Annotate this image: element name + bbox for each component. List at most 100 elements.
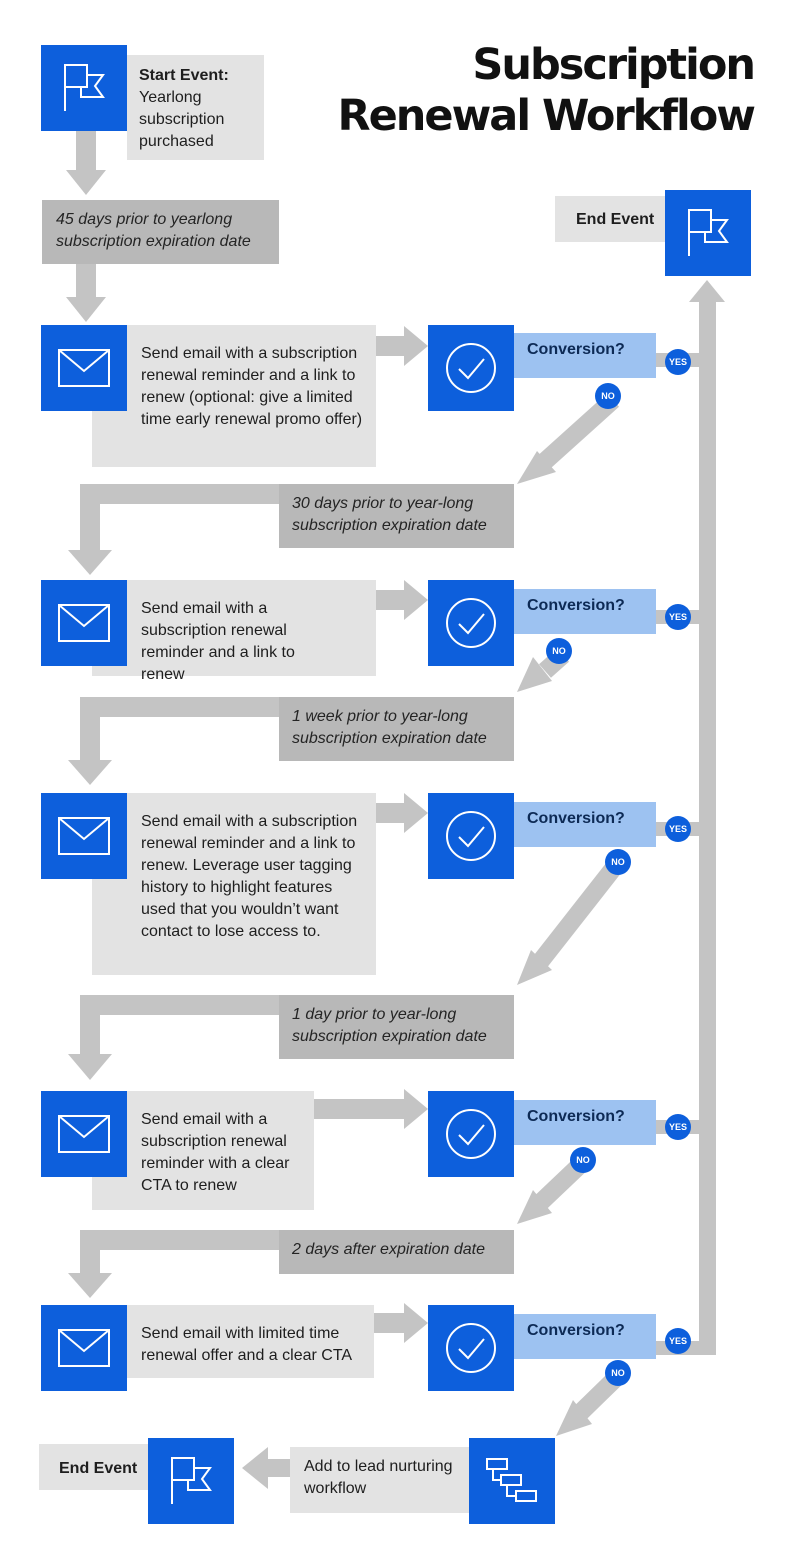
email-description: Send email with a subscription renewal r… [141,345,363,428]
conversion-label-1: Conversion? [514,333,656,378]
connector [374,1313,408,1333]
envelope-icon [58,1329,110,1367]
email-step-3-node [41,793,127,879]
check-circle-icon [446,1323,496,1373]
page-title: Subscription Renewal Workflow [294,40,756,142]
flag-icon [688,209,729,256]
end-event-top-node [665,190,751,276]
arrowhead [517,657,552,692]
connector [80,697,280,717]
envelope-icon [58,817,110,855]
start-event-description: Yearlong subscription purchased [139,89,225,150]
connector [699,300,716,1355]
yes-badge: YES [665,816,691,842]
email-step-1-node [41,325,127,411]
arrowhead [68,550,112,575]
arrowhead [68,1054,112,1080]
conversion-label-4: Conversion? [514,1100,656,1145]
connector [76,130,96,170]
lead-nurturing-description: Add to lead nurturing workflow [304,1458,453,1497]
yes-badge: YES [665,1328,691,1354]
end-event-label: End Event [59,1460,138,1477]
arrowhead [242,1447,268,1489]
envelope-icon [58,349,110,387]
connector [376,590,408,610]
connector [80,484,100,556]
arrowhead [404,580,428,620]
conversion-check-4-node [428,1091,514,1177]
email-step-2-node [41,580,127,666]
envelope-icon [58,1115,110,1153]
no-badge: NO [605,849,631,875]
connector [532,859,624,968]
email-description: Send email with limited time renewal off… [141,1325,353,1364]
conversion-label-3: Conversion? [514,802,656,847]
connector [533,1158,587,1210]
connector [264,1459,298,1477]
email-step-2-text: Send email with a subscription renewal r… [92,580,376,683]
no-badge: NO [605,1360,631,1386]
email-description: Send email with a subscription renewal r… [141,1111,290,1194]
email-step-4-text: Send email with a subscription renewal r… [92,1091,314,1210]
connector [376,803,408,823]
email-step-5-node [41,1305,127,1391]
start-event-text-box: Start Event: Yearlong subscription purch… [127,55,264,160]
connector [314,1099,408,1119]
workflow-icon [486,1458,537,1502]
no-badge: NO [570,1147,596,1173]
connector [80,697,100,765]
email-description: Send email with a subscription renewal r… [141,813,358,940]
email-step-1-text: Send email with a subscription renewal r… [92,325,376,467]
no-badge: NO [546,638,572,664]
conversion-label-5: Conversion? [514,1314,656,1359]
start-event-label: Start Event: [139,67,229,84]
end-event-label: End Event [576,211,655,228]
check-circle-icon [446,598,496,648]
conversion-check-1-node [428,325,514,411]
arrowhead [689,280,725,302]
arrowhead [517,451,556,484]
connector [376,336,408,356]
flag-icon [64,64,105,111]
lead-nurturing-text: Add to lead nurturing workflow [290,1447,470,1513]
envelope-icon [58,604,110,642]
connector [80,1230,100,1278]
yes-badge: YES [665,604,691,630]
arrowhead [517,1190,552,1224]
conversion-check-2-node [428,580,514,666]
delay-text: 45 days prior to yearlong subscription e… [56,211,251,250]
connector [80,995,100,1059]
conversion-check-3-node [428,793,514,879]
email-step-5-text: Send email with limited time renewal off… [92,1305,374,1378]
no-badge: NO [595,383,621,409]
connector [80,995,280,1015]
yes-badge: YES [665,1114,691,1140]
arrowhead [404,1303,428,1343]
arrowhead [68,760,112,785]
delay-box-4: 1 day prior to year-long subscription ex… [279,995,514,1059]
connector [80,484,280,504]
arrowhead [556,1400,592,1436]
delay-text: 30 days prior to year-long subscription … [292,495,487,534]
flag-icon [171,1457,212,1504]
email-step-3-text: Send email with a subscription renewal r… [92,793,376,975]
delay-box-1: 45 days prior to yearlong subscription e… [42,200,279,264]
connector [536,393,620,470]
title-line-2: Renewal Workflow [337,91,756,141]
conversion-label-2: Conversion? [514,589,656,634]
email-step-4-node [41,1091,127,1177]
end-event-top-text: End Event [555,196,666,242]
check-circle-icon [446,1109,496,1159]
end-event-bottom-text: End Event [39,1444,149,1490]
conversion-check-5-node [428,1305,514,1391]
yes-badge: YES [665,349,691,375]
delay-box-3: 1 week prior to year-long subscription e… [279,697,514,761]
end-event-bottom-node [148,1438,234,1524]
delay-text: 2 days after expiration date [292,1241,486,1258]
email-description: Send email with a subscription renewal r… [141,600,295,683]
start-event-node [41,45,127,131]
arrowhead [517,950,552,985]
arrowhead [68,1273,112,1298]
arrowhead [66,170,106,195]
